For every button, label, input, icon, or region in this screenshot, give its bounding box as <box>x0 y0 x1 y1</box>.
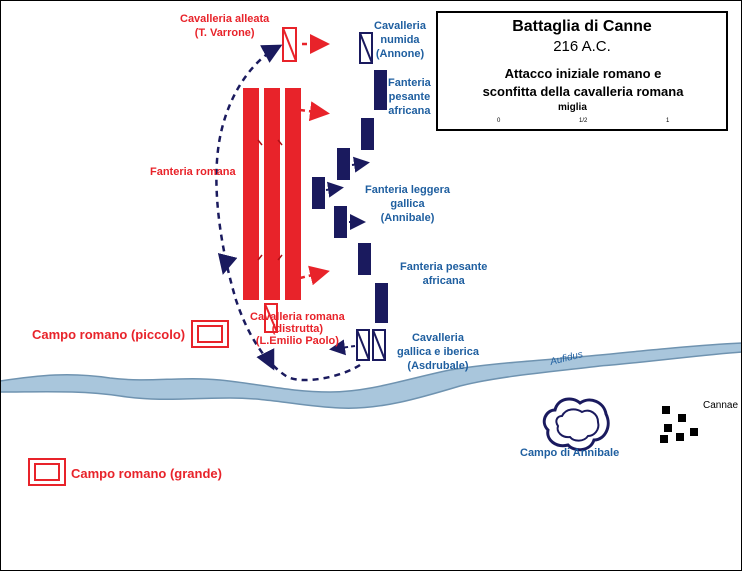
african-infantry-mid <box>361 118 374 150</box>
label-small-roman-camp: Campo romano (piccolo) <box>32 327 186 342</box>
map-title: Battaglia di Canne <box>512 18 652 35</box>
roman-infantry-block-1 <box>243 88 259 300</box>
label-numidian-line2: numida <box>380 34 420 46</box>
label-light-line1: Fanteria leggera <box>365 184 450 196</box>
label-afr-top-line1: Fanteria <box>388 77 431 89</box>
label-light-line3: (Annibale) <box>380 212 435 224</box>
label-afr-bot-line2: africana <box>422 275 465 287</box>
label-afr-top-line3: africana <box>388 105 431 117</box>
label-numidian-line3: (Annone) <box>375 48 425 60</box>
label-light-line2: gallica <box>390 198 425 210</box>
scale-label: miglia <box>558 102 587 113</box>
label-allied-cavalry-line1: Cavalleria alleata <box>180 13 270 25</box>
title-box: Battaglia di Canne 216 A.C. Attacco iniz… <box>436 11 728 131</box>
label-gallic-cav-line2: gallica e iberica <box>397 346 479 358</box>
label-gallic-cav-line1: Cavalleria <box>411 332 464 344</box>
label-numidian-line1: Cavalleria <box>374 20 426 32</box>
label-gallic-light-infantry: Fanteria leggera gallica (Annibale) <box>365 183 450 225</box>
label-hannibal-camp: Campo di Annibale <box>520 447 620 459</box>
cannae-town <box>660 406 698 443</box>
label-roman-cavalry-line1: Cavalleria romana <box>250 311 345 323</box>
label-roman-cavalry-line2: (distrutta) <box>271 323 324 335</box>
label-afr-top-line2: pesante <box>388 91 431 103</box>
map-subtitle-line1: Attacco iniziale romano e <box>504 66 662 81</box>
gallic-light-infantry-4 <box>358 243 371 275</box>
scale-tick-0: 0 <box>497 118 501 124</box>
map-subtitle-line2: sconfitta della cavalleria romana <box>482 84 684 99</box>
african-infantry-bottom <box>375 283 388 323</box>
label-african-infantry-bottom: Fanteria pesante africana <box>400 260 487 288</box>
label-allied-cavalry: Cavalleria alleata (T. Varrone) <box>180 12 269 40</box>
label-allied-cavalry-line2: (T. Varrone) <box>194 27 255 39</box>
label-roman-cavalry-line3: (L.Emilio Paolo) <box>255 335 339 347</box>
gallic-light-infantry-2 <box>312 177 325 209</box>
label-cannae: Cannae <box>703 400 739 411</box>
roman-advance-arrow-bottom <box>299 265 330 286</box>
label-numidian-cavalry: Cavalleria numida (Annone) <box>374 19 426 61</box>
label-african-infantry-top: Fanteria pesante africana <box>388 76 431 118</box>
label-gallic-cavalry: Cavalleria gallica e iberica (Asdrubale) <box>397 331 479 373</box>
river-aufidus <box>0 342 742 409</box>
label-large-roman-camp: Campo romano (grande) <box>71 466 222 481</box>
label-roman-infantry: Fanteria romana <box>150 166 236 178</box>
label-afr-bot-line1: Fanteria pesante <box>400 261 488 273</box>
scale-tick-half: 1/2 <box>579 118 588 124</box>
map-subtitle: Attacco iniziale romano e sconfitta dell… <box>473 65 693 101</box>
roman-advance-arrow-top <box>299 101 330 122</box>
map-date: 216 A.C. <box>553 38 611 55</box>
small-roman-camp <box>191 320 229 348</box>
label-gallic-cav-line3: (Asdrubale) <box>407 360 469 372</box>
scale-tick-1: 1 <box>666 118 670 124</box>
label-roman-cavalry: Cavalleria romana (distrutta) (L.Emilio … <box>250 311 345 347</box>
gallic-light-infantry-1 <box>337 148 350 180</box>
gallic-light-infantry-3 <box>334 206 347 238</box>
roman-infantry-block-3 <box>285 88 301 300</box>
african-infantry-top <box>374 70 387 110</box>
large-roman-camp <box>28 458 66 486</box>
roman-infantry-block-2 <box>264 88 280 300</box>
